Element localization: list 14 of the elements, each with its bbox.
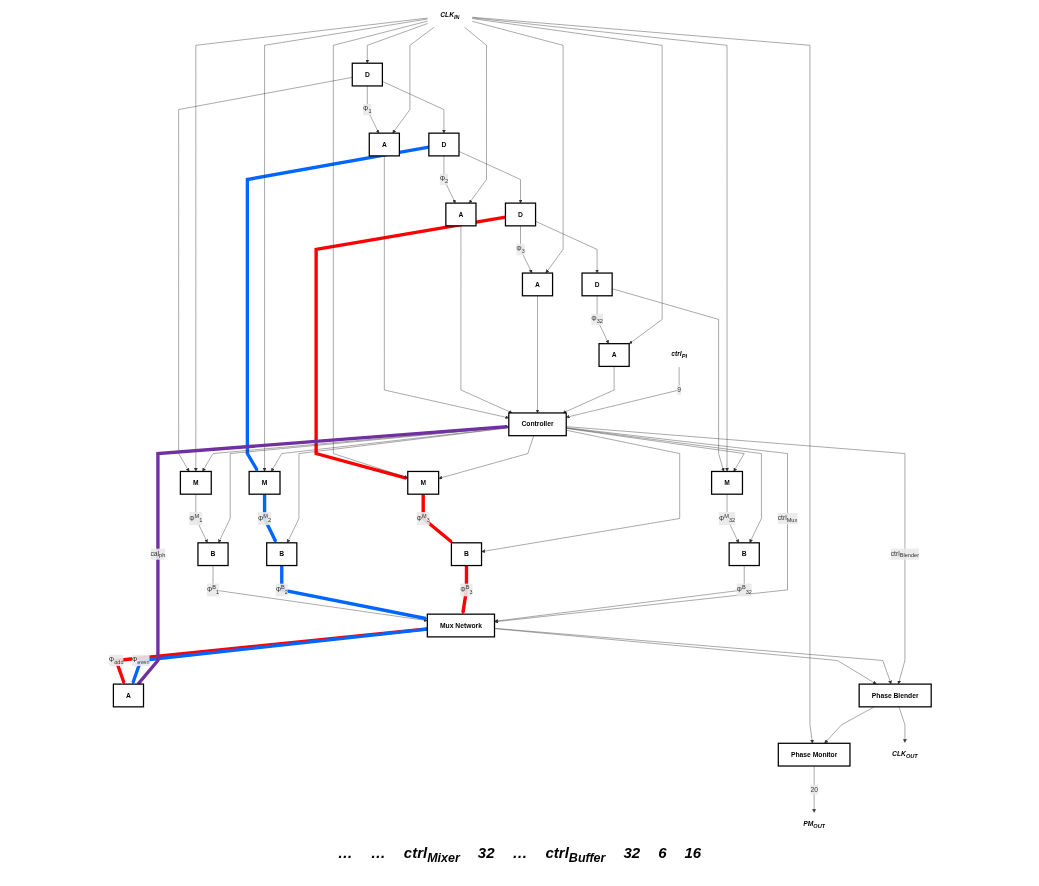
signal-label: …	[512, 844, 528, 863]
signal-label: …	[337, 844, 353, 863]
arrow	[421, 494, 453, 544]
arrow	[460, 565, 468, 615]
signal-label: 16	[684, 844, 702, 863]
signal-label: …	[370, 844, 386, 863]
arrow	[262, 494, 277, 543]
signal-label: ctrl$_{Mixer}$	[403, 844, 460, 865]
arrow	[279, 565, 427, 621]
signal-label: 6	[658, 844, 667, 863]
signal-label: ctrl$_{Buffer}$	[545, 844, 606, 865]
arrow	[245, 145, 429, 472]
signal-label: 32	[623, 844, 641, 863]
signal-label: 32	[477, 844, 495, 863]
